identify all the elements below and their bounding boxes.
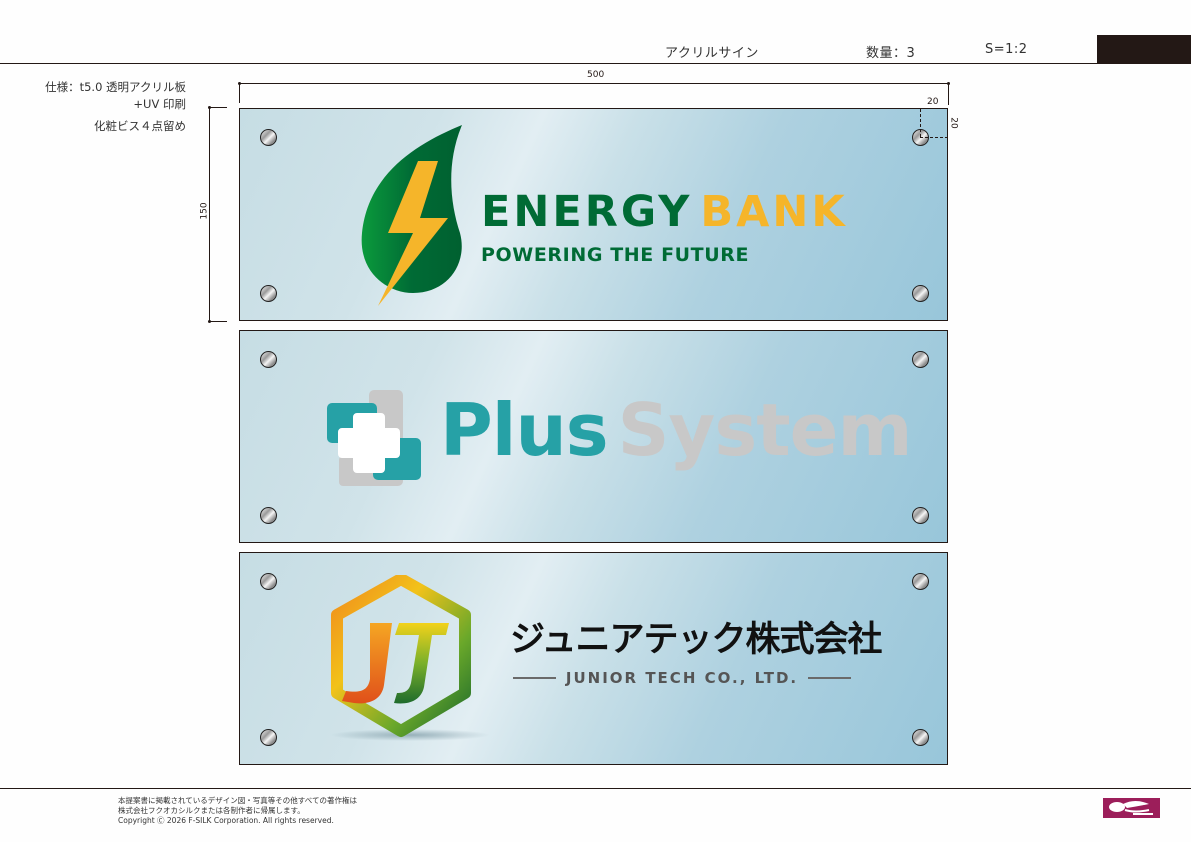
copyright-notice-line2: 株式会社フクオカシルクまたは各制作者に帰属します。 <box>118 806 305 815</box>
brand-word-energy: ENERGY <box>481 187 693 237</box>
company-name-en: JUNIOR TECH CO., LTD. <box>565 669 799 687</box>
brand-word-plus: Plus <box>440 388 609 472</box>
f-silk-logo-icon <box>1103 798 1160 818</box>
screw-icon <box>260 129 277 146</box>
hole-offset-y-label: 20 <box>948 117 959 129</box>
height-label: 150 <box>199 202 210 220</box>
divider-line <box>808 677 852 679</box>
hexagon-jj-icon <box>330 575 490 741</box>
screw-icon <box>260 507 277 524</box>
brand-word-system: System <box>617 388 913 472</box>
header-rule <box>0 63 1191 64</box>
screw-icon <box>912 285 929 302</box>
hole-offset-x-label: 20 <box>927 97 939 107</box>
screw-icon <box>260 351 277 368</box>
medical-cross-icon <box>327 390 421 486</box>
tagline: POWERING THE FUTURE <box>481 244 750 266</box>
leaf-lightning-icon <box>361 125 462 306</box>
scale: S=1:2 <box>985 42 1028 57</box>
quantity: 数量：3 <box>866 46 916 61</box>
screw-icon <box>260 285 277 302</box>
sign-panel-junior-tech: ジュニアテック株式会社 JUNIOR TECH CO., LTD. <box>239 552 948 765</box>
brand-word-bank: BANK <box>700 187 848 237</box>
screw-icon <box>912 507 929 524</box>
copyright-notice-line1: 本提案書に掲載されているデザイン図・写真等その他すべての著作権は <box>118 796 357 805</box>
footer-rule <box>0 788 1191 789</box>
company-name-en-row: JUNIOR TECH CO., LTD. <box>513 669 852 687</box>
company-name-jp: ジュニアテック株式会社 <box>510 620 883 660</box>
copyright-line: Copyright Ⓒ 2026 F-SILK Corporation. All… <box>118 816 334 825</box>
product-name: アクリルサイン <box>665 46 759 61</box>
screw-icon <box>912 573 929 590</box>
header-block <box>1097 35 1191 64</box>
width-label: 500 <box>587 70 605 80</box>
spec-mounting: 化粧ビス４点留め <box>94 119 186 133</box>
spec-material: 仕様：t5.0 透明アクリル板 <box>45 80 186 94</box>
spec-print: +UV 印刷 <box>133 97 186 111</box>
screw-icon <box>912 351 929 368</box>
screw-icon <box>912 729 929 746</box>
screw-icon <box>260 729 277 746</box>
screw-icon <box>260 573 277 590</box>
divider-line <box>513 677 556 679</box>
